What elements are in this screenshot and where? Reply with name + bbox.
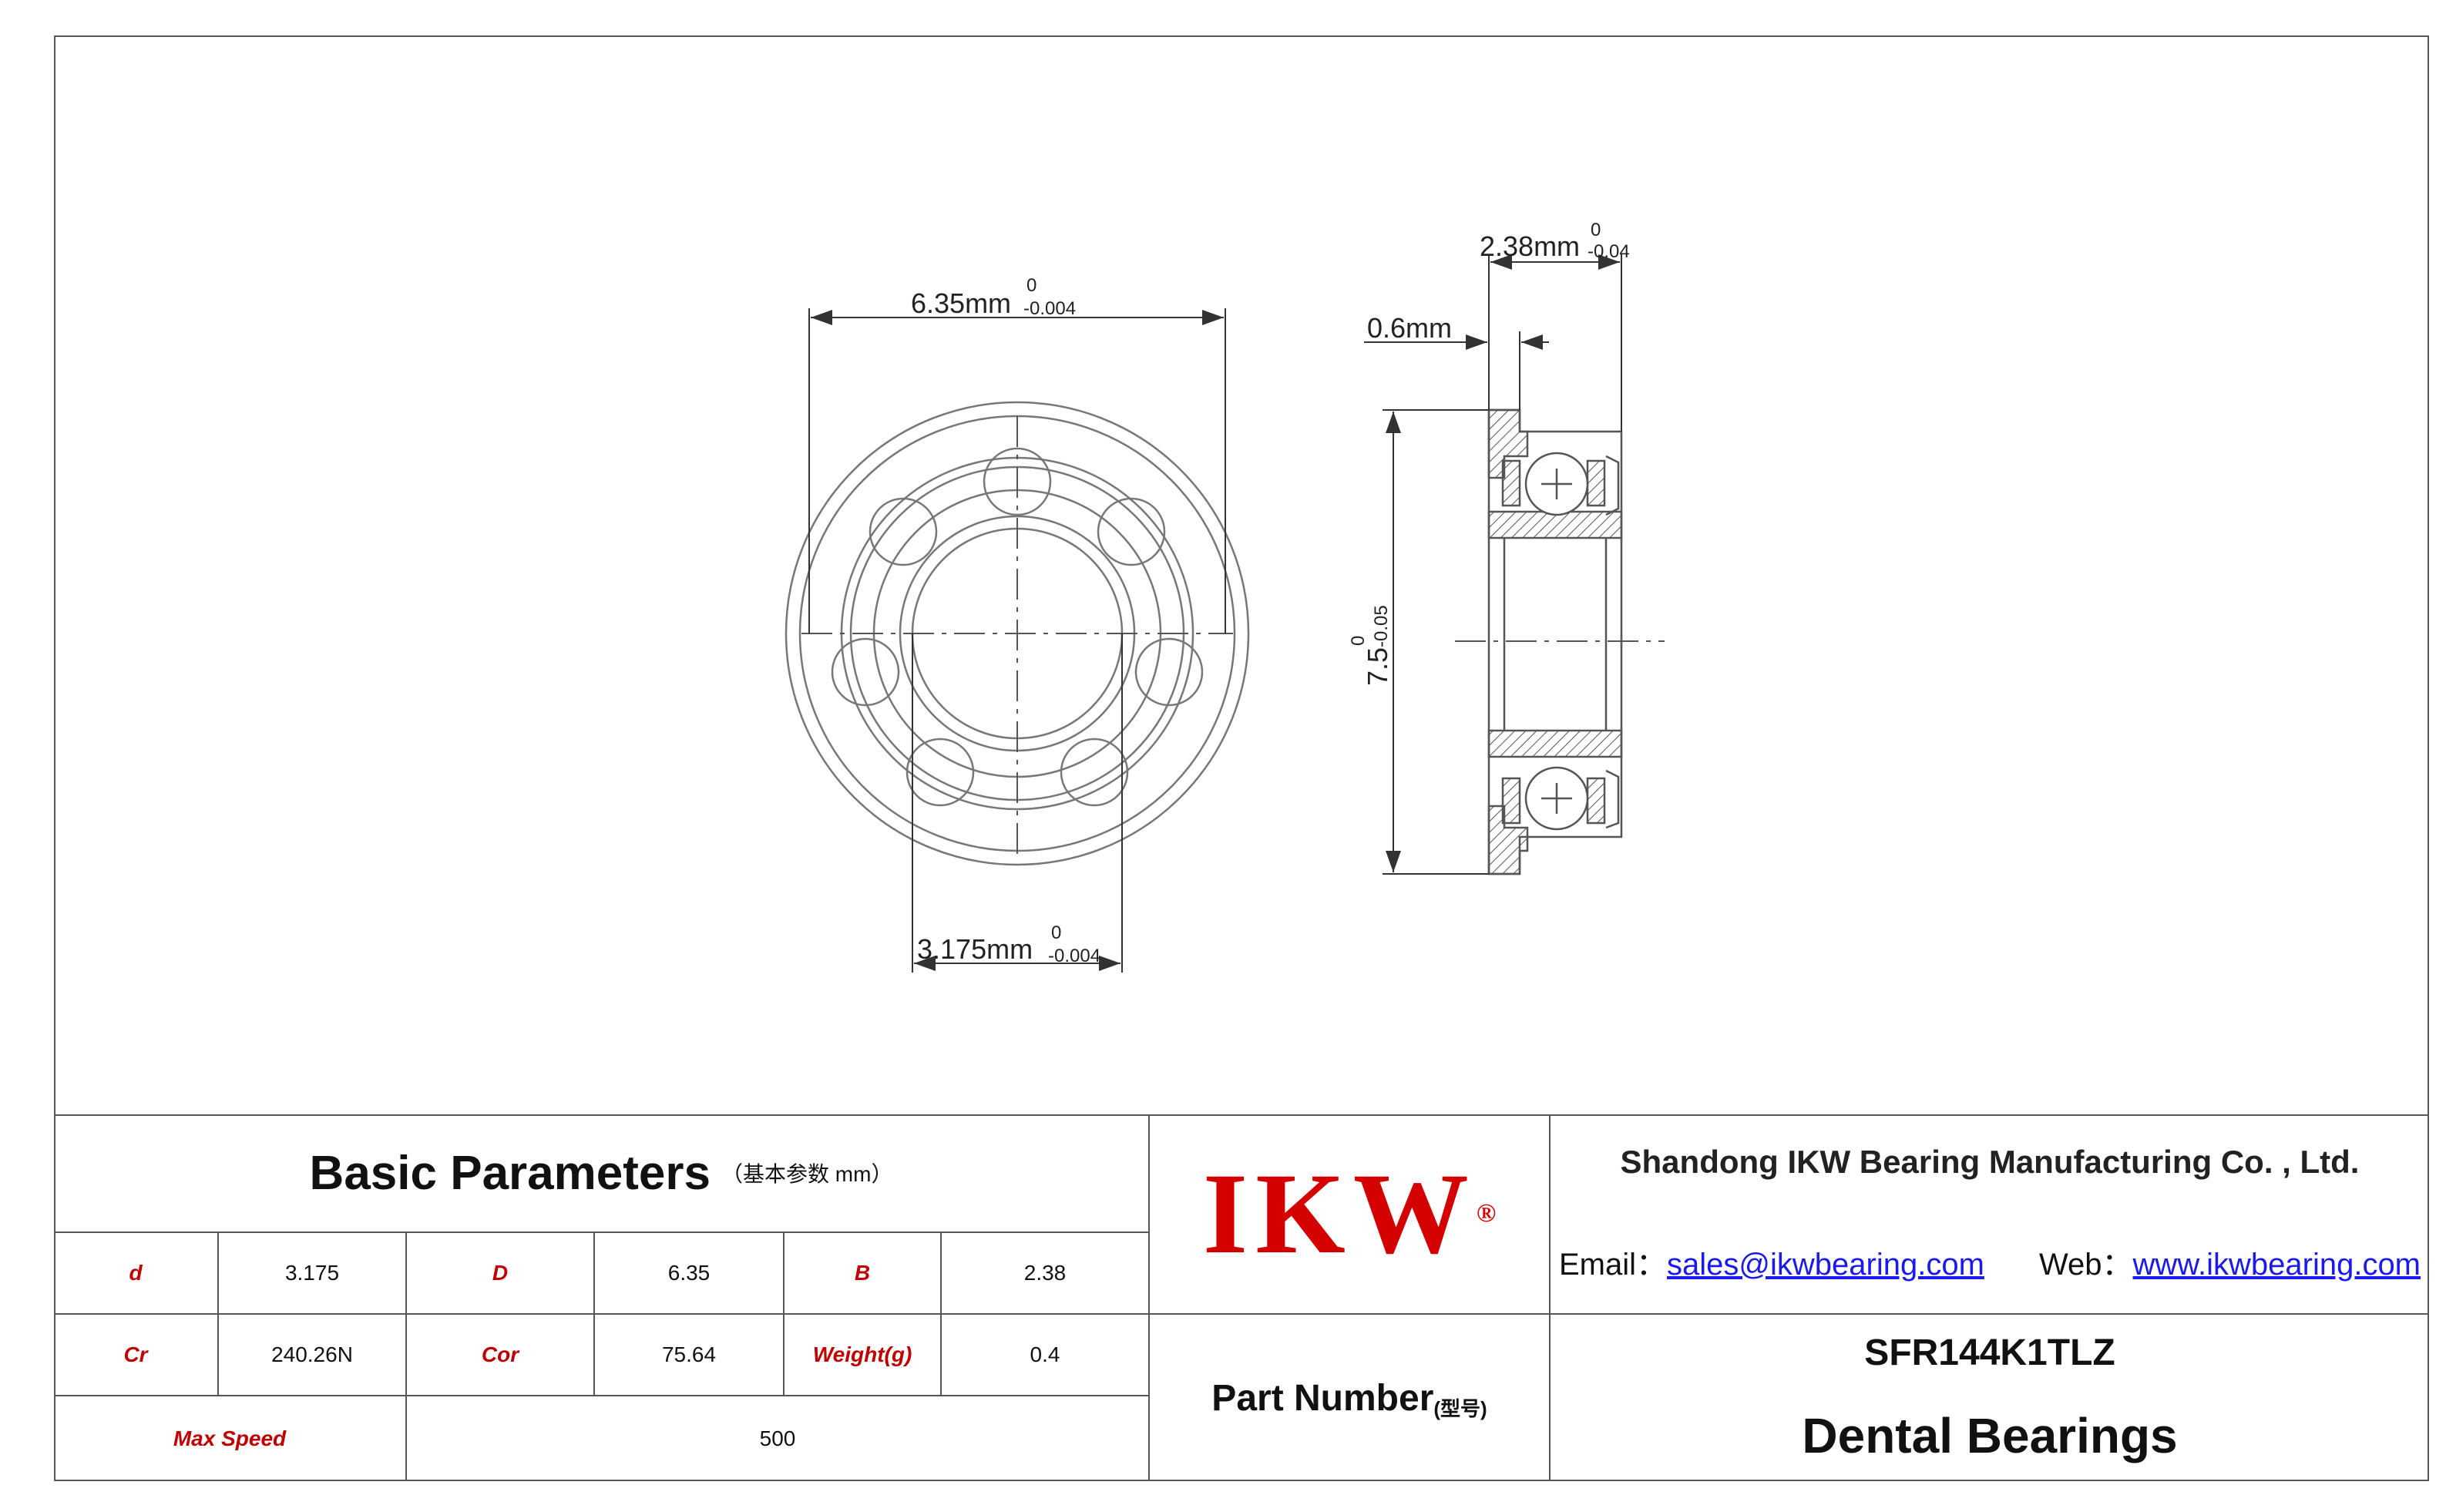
registered-mark: ®	[1476, 1199, 1497, 1228]
company-cell: Shandong IKW Bearing Manufacturing Co. ,…	[1551, 1114, 2429, 1315]
web-label: Web：	[2039, 1248, 2133, 1282]
flange-tol-upper: 0	[1348, 636, 1369, 646]
width-tol-lower: -0.04	[1588, 241, 1630, 262]
email-label: Email：	[1558, 1248, 1668, 1282]
flange-circle	[785, 401, 1250, 866]
part-number-label: Part Number	[1211, 1377, 1434, 1419]
front-view	[785, 401, 1250, 866]
bore-tol-upper: 0	[1051, 922, 1061, 943]
part-number-label-sub: (型号)	[1433, 1396, 1487, 1420]
basic-parameters-header: Basic Parameters （基本参数 mm）	[54, 1114, 1150, 1233]
contact-line: Email：sales@ikwbearing.com Web：www.ikwbe…	[1559, 1239, 2421, 1284]
part-number: SFR144K1TLZ	[1864, 1332, 2115, 1373]
flange-diameter-label: 7.5	[1362, 647, 1393, 686]
basic-parameters-title: Basic Parameters	[309, 1146, 711, 1200]
flange-tol-lower: -0.05	[1371, 605, 1392, 647]
company-name: Shandong IKW Bearing Manufacturing Co. ,…	[1620, 1144, 2360, 1180]
outer-tol-upper: 0	[1026, 275, 1037, 296]
param-label-D: D	[407, 1233, 595, 1315]
bore-diameter-label: 3.175mm	[917, 933, 1033, 965]
param-value-cr: 240.26N	[219, 1315, 407, 1396]
param-label-d: d	[54, 1233, 219, 1315]
drawing-frame	[54, 35, 2429, 1481]
front-dimensions	[808, 308, 1226, 973]
param-value-cor: 75.64	[595, 1315, 785, 1396]
width-tol-upper: 0	[1591, 220, 1601, 240]
bore-tol-lower: -0.004	[1048, 946, 1100, 966]
param-value-B: 2.38	[942, 1233, 1150, 1315]
logo-cell: IKW®	[1150, 1114, 1551, 1315]
param-label-cor: Cor	[407, 1315, 595, 1396]
web-link[interactable]: www.ikwbearing.com	[2132, 1248, 2421, 1282]
part-description: Dental Bearings	[1802, 1408, 2178, 1464]
param-value-max-speed: 500	[407, 1396, 1150, 1481]
section-view	[1455, 408, 1665, 875]
basic-parameters-subtitle: （基本参数 mm）	[721, 1162, 893, 1186]
param-value-d: 3.175	[219, 1233, 407, 1315]
section-dimensions	[1364, 254, 1622, 875]
section-dim-text: 2.38mm 0 -0.04 0.6mm 7.5 0 -0.05	[1348, 220, 1630, 686]
width-label: 2.38mm	[1480, 230, 1580, 262]
outer-tol-lower: -0.004	[1023, 298, 1076, 319]
param-label-cr: Cr	[54, 1315, 219, 1396]
ikw-logo: IKW	[1202, 1150, 1477, 1278]
part-number-label-cell: Part Number(型号)	[1150, 1315, 1551, 1481]
param-label-weight: Weight(g)	[785, 1315, 942, 1396]
flange-width-label: 0.6mm	[1367, 312, 1452, 344]
email-link[interactable]: sales@ikwbearing.com	[1667, 1248, 1984, 1282]
ball-elements	[831, 447, 1204, 807]
param-value-D: 6.35	[595, 1233, 785, 1315]
param-label-max-speed: Max Speed	[54, 1396, 407, 1481]
front-dim-text: 6.35mm 0 -0.004 3.175mm 0 -0.004	[911, 275, 1100, 966]
param-label-B: B	[785, 1233, 942, 1315]
outer-diameter-label: 6.35mm	[911, 287, 1011, 319]
part-number-cell: SFR144K1TLZ Dental Bearings	[1551, 1315, 2429, 1481]
title-block: Basic Parameters （基本参数 mm） d 3.175 D 6.3…	[54, 1114, 2429, 1481]
param-value-weight: 0.4	[942, 1315, 1150, 1396]
